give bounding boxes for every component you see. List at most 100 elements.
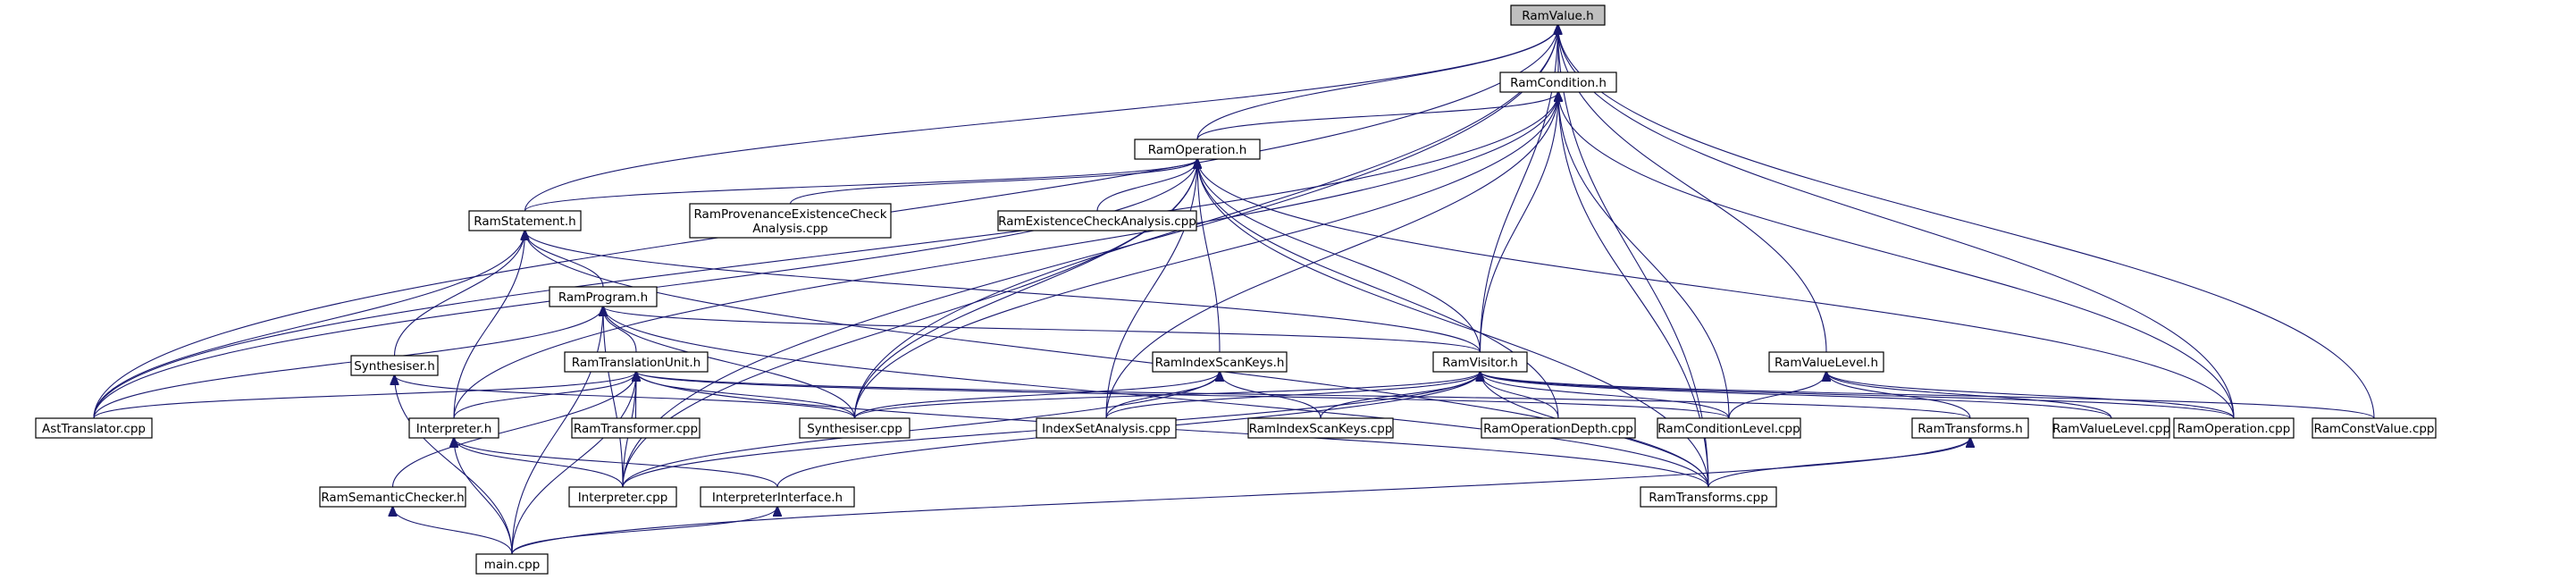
node-box — [1911, 417, 2029, 439]
node-layer: RamValue.hRamCondition.hRamOperation.hRa… — [35, 4, 2437, 575]
edge-ramtransforms-cpp-to-ramstatement-h — [525, 231, 1709, 488]
node-ramvisitor-h[interactable]: RamVisitor.h — [1432, 351, 1528, 373]
node-ramindexscankeys-h[interactable]: RamIndexScanKeys.h — [1152, 351, 1288, 373]
node-interpreterinterface-h[interactable]: InterpreterInterface.h — [700, 486, 855, 508]
edge-ramstatement-h-to-ramoperation-h — [524, 159, 1198, 212]
node-box — [1499, 71, 1617, 93]
edge-ramtransforms-cpp-to-ramvalue-h — [1558, 25, 1709, 488]
node-label: Analysis.cpp — [752, 222, 827, 236]
edge-interpreter-h-to-ramtranslationunit-h — [453, 372, 636, 419]
edge-ramconstvalue-cpp-to-ramvisitor-h — [1481, 372, 2375, 419]
edge-layer — [93, 25, 2375, 555]
node-label: RamIndexScanKeys.cpp — [1249, 422, 1393, 436]
node-ramindexscankeys-cpp[interactable]: RamIndexScanKeys.cpp — [1247, 417, 1394, 439]
node-ramoperation-h[interactable]: RamOperation.h — [1134, 139, 1261, 160]
node-label: RamTransformer.cpp — [574, 422, 698, 436]
node-label: RamOperation.h — [1148, 143, 1247, 157]
node-synthesiser-h[interactable]: Synthesiser.h — [350, 355, 439, 376]
edge-main-cpp-to-ramtranslationunit-h — [511, 372, 636, 555]
node-ramconditionlevel-cpp[interactable]: RamConditionLevel.cpp — [1657, 417, 1801, 439]
node-ramconstvalue-cpp[interactable]: RamConstValue.cpp — [2312, 417, 2437, 439]
node-ramsemanticchecker-h[interactable]: RamSemanticChecker.h — [319, 486, 466, 508]
node-ramprogram-h[interactable]: RamProgram.h — [549, 286, 658, 307]
edge-indexsetanalysis-cpp-to-ramcondition-h — [1105, 92, 1558, 419]
edge-ramtransforms-cpp-to-ramtransforms-h — [1708, 438, 1970, 488]
node-ramexistence-cpp[interactable]: RamExistenceCheckAnalysis.cpp — [997, 210, 1197, 231]
edge-ramvaluelevel-cpp-to-ramvaluelevel-h — [1826, 372, 2112, 419]
node-box — [1152, 351, 1288, 373]
edge-interpreter-cpp-to-ramvalue-h — [622, 25, 1558, 488]
node-synthesiser-cpp[interactable]: Synthesiser.cpp — [799, 417, 910, 439]
node-ramtranslationunit-h[interactable]: RamTranslationUnit.h — [564, 351, 709, 373]
node-ramvaluelevel-h[interactable]: RamValueLevel.h — [1768, 351, 1884, 373]
node-label: Interpreter.cpp — [578, 491, 668, 505]
node-interpreter-h[interactable]: Interpreter.h — [408, 417, 499, 439]
edge-interpreter-cpp-to-ramindexscankeys-h — [622, 372, 1220, 488]
node-label: RamOperation.cpp — [2177, 422, 2291, 436]
node-ramstatement-h[interactable]: RamStatement.h — [468, 210, 582, 231]
node-label: RamTransforms.cpp — [1649, 491, 1768, 505]
node-ramvalue-h[interactable]: RamValue.h — [1510, 4, 1606, 26]
node-box — [2173, 417, 2295, 439]
edge-main-cpp-to-ramtransforms-h — [511, 438, 1970, 555]
node-ramtransformer-cpp[interactable]: RamTransformer.cpp — [571, 417, 701, 439]
node-box — [1657, 417, 1801, 439]
edge-synthesiser-h-to-ramstatement-h — [393, 231, 525, 357]
node-label: RamTranslationUnit.h — [572, 356, 701, 370]
edge-main-cpp-to-interpreter-h — [454, 438, 513, 555]
edge-main-cpp-to-ramsemanticchecker-h — [393, 507, 513, 555]
node-label: RamVisitor.h — [1442, 356, 1518, 370]
edge-ramtranslationunit-h-to-ramprogram-h — [603, 307, 637, 353]
node-box — [689, 203, 892, 239]
node-ramtransforms-h[interactable]: RamTransforms.h — [1911, 417, 2029, 439]
edge-ramconstvalue-cpp-to-ramvalue-h — [1558, 25, 2375, 419]
node-ramvaluelevel-cpp[interactable]: RamValueLevel.cpp — [2052, 417, 2170, 439]
node-ramtransforms-cpp[interactable]: RamTransforms.cpp — [1640, 486, 1777, 508]
node-box — [799, 417, 910, 439]
node-box — [568, 486, 677, 508]
node-label: Synthesiser.h — [354, 359, 435, 374]
node-box — [319, 486, 466, 508]
node-box — [1510, 4, 1606, 26]
edge-interpreter-h-to-ramcondition-h — [453, 92, 1558, 419]
node-box — [1481, 417, 1636, 439]
node-box — [2052, 417, 2170, 439]
edge-ramoperation-cpp-to-ramoperation-h — [1197, 159, 2235, 419]
edge-ramconditionlevel-cpp-to-ramcondition-h — [1558, 92, 1730, 419]
node-asttranslator-cpp[interactable]: AstTranslator.cpp — [35, 417, 153, 439]
node-box — [1036, 417, 1177, 439]
node-indexsetanalysis-cpp[interactable]: IndexSetAnalysis.cpp — [1036, 417, 1177, 439]
node-label: RamConditionLevel.cpp — [1657, 422, 1800, 436]
edge-ramsemanticchecker-h-to-ramtranslationunit-h — [391, 372, 637, 488]
node-ramoperation-cpp[interactable]: RamOperation.cpp — [2173, 417, 2295, 439]
edge-ramoperation-cpp-to-ramvisitor-h — [1481, 372, 2235, 419]
node-box — [408, 417, 499, 439]
node-interpreter-cpp[interactable]: Interpreter.cpp — [568, 486, 677, 508]
node-ramoperationdepth-cpp[interactable]: RamOperationDepth.cpp — [1481, 417, 1636, 439]
edge-asttranslator-cpp-to-ramtranslationunit-h — [93, 372, 636, 419]
edge-ramtransforms-h-to-ramtranslationunit-h — [636, 372, 1971, 419]
node-label: RamCondition.h — [1510, 76, 1607, 90]
edge-ramindexscankeys-h-to-ramoperation-h — [1197, 159, 1221, 353]
node-label: RamValueLevel.h — [1775, 356, 1878, 370]
node-main-cpp[interactable]: main.cpp — [475, 553, 549, 575]
node-label: AstTranslator.cpp — [42, 422, 146, 436]
edge-ramvisitor-h-to-ramstatement-h — [525, 231, 1481, 353]
edge-ramconditionlevel-cpp-to-ramvaluelevel-h — [1728, 372, 1826, 419]
edge-synthesiser-cpp-to-ramvisitor-h — [853, 372, 1481, 419]
node-label: RamIndexScanKeys.h — [1155, 356, 1285, 370]
node-label: RamSemanticChecker.h — [321, 491, 464, 505]
edge-interpreter-cpp-to-interpreter-h — [454, 438, 624, 488]
node-ramcondition-h[interactable]: RamCondition.h — [1499, 71, 1617, 93]
node-label: RamTransforms.h — [1917, 422, 2023, 436]
edge-indexsetanalysis-cpp-to-ramvisitor-h — [1105, 372, 1481, 419]
edge-synthesiser-cpp-to-ramprogram-h — [603, 307, 856, 419]
node-box — [997, 210, 1197, 231]
edge-ramvisitor-h-to-ramoperation-h — [1197, 159, 1481, 353]
node-label: Synthesiser.cpp — [807, 422, 902, 436]
edge-synthesiser-cpp-to-synthesiser-h — [395, 375, 856, 419]
edge-asttranslator-cpp-to-ramcondition-h — [93, 92, 1558, 419]
edge-synthesiser-cpp-to-ramindexscankeys-h — [853, 372, 1221, 419]
